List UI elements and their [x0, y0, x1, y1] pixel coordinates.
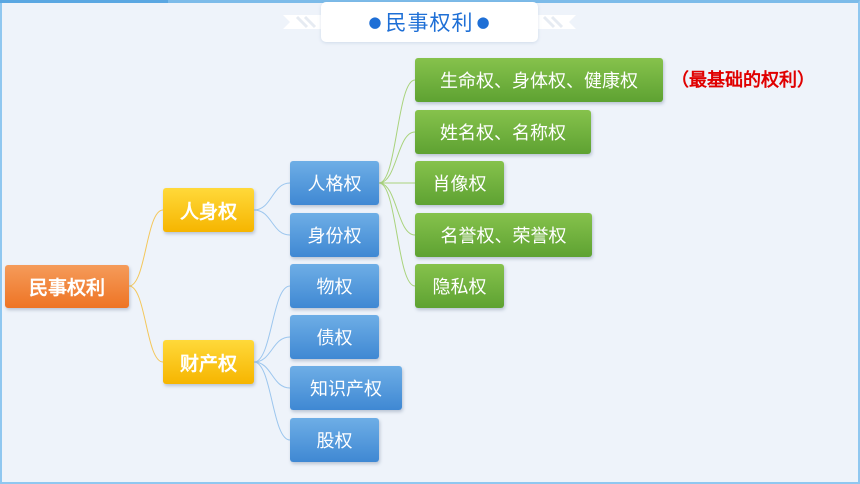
node-real-right: 物权 [290, 264, 379, 308]
node-ip-right: 知识产权 [290, 366, 402, 410]
title-ribbon-left [283, 15, 323, 29]
link-root-property [128, 285, 164, 363]
link-property-debt [253, 336, 291, 363]
node-equity-right: 股权 [290, 418, 379, 462]
link-personality-reputation [378, 182, 416, 236]
link-root-personal [128, 209, 164, 287]
root-node: 民事权利 [5, 265, 129, 308]
link-property-real [253, 285, 291, 363]
top-accent-bar [0, 0, 168, 3]
node-life-body-health: 生命权、身体权、健康权 [415, 58, 663, 102]
title-dot-right: ● [476, 13, 491, 31]
category-personal: 人身权 [163, 188, 254, 232]
node-name-title: 姓名权、名称权 [415, 110, 591, 154]
node-personality-right: 人格权 [290, 161, 379, 205]
node-privacy: 隐私权 [415, 264, 504, 308]
link-personality-name [378, 131, 416, 184]
link-personality-life [378, 79, 416, 184]
node-portrait: 肖像权 [415, 161, 504, 205]
link-personal-identity [253, 209, 291, 236]
link-property-equity [253, 361, 291, 441]
link-personal-personality [253, 182, 291, 211]
title-dot-left: ● [368, 13, 383, 31]
node-reputation-honor: 名誉权、荣誉权 [415, 213, 592, 257]
title-ribbon-right [536, 15, 576, 29]
page-title-text: 民事权利 [385, 11, 474, 35]
category-property: 财产权 [163, 340, 254, 384]
node-creditor-right: 债权 [290, 315, 379, 359]
node-identity-right: 身份权 [290, 213, 379, 257]
link-personality-privacy [378, 182, 416, 287]
most-basic-right-note: （最基础的权利） [671, 70, 815, 91]
link-property-ip [253, 361, 291, 389]
page-title: ● 民事权利 ● [321, 2, 538, 42]
